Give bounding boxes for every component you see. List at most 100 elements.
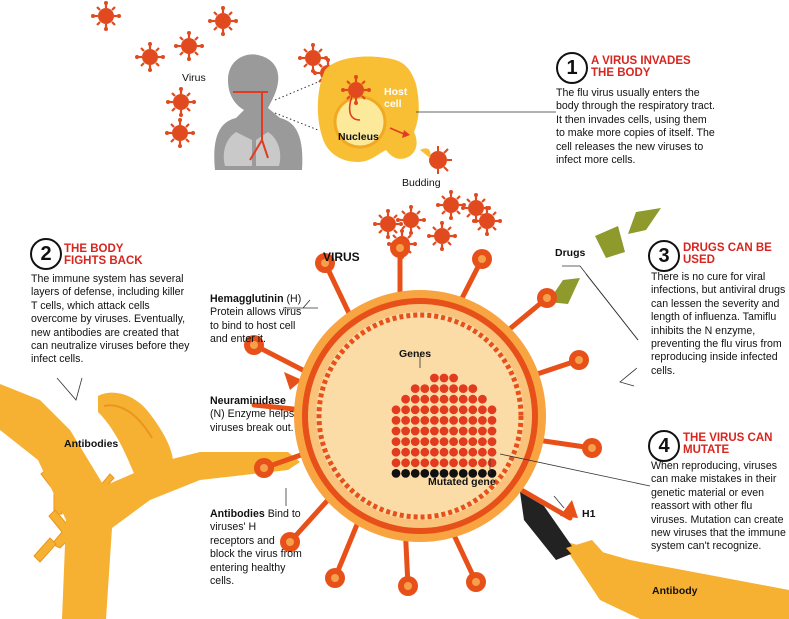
gene-dot xyxy=(468,437,478,446)
genes-label: Genes xyxy=(399,348,432,360)
gene-dot xyxy=(420,405,430,415)
gene-dot xyxy=(391,416,401,425)
gene-dot xyxy=(410,458,420,468)
gene-dot xyxy=(449,426,458,436)
human-silhouette xyxy=(214,54,303,170)
neuraminidase-term: Neuraminidase xyxy=(210,395,286,407)
large-antibody xyxy=(0,384,300,619)
gene-dot xyxy=(439,405,449,415)
gene-dot xyxy=(410,416,420,425)
mutated-gene-dot xyxy=(439,469,449,478)
gene-dot xyxy=(410,426,420,436)
mutated-gene-dot xyxy=(430,469,439,478)
gene-dot xyxy=(468,384,478,393)
gene-dot xyxy=(420,416,430,425)
gene-dot xyxy=(401,394,410,404)
gene-dot xyxy=(478,426,487,436)
antibody-h1 xyxy=(520,492,789,619)
gene-dot xyxy=(458,384,468,393)
gene-dot xyxy=(468,405,478,415)
step-4-number: 4 xyxy=(648,430,680,462)
gene-dot xyxy=(401,405,410,415)
gene-dot xyxy=(410,405,420,415)
gene-dot xyxy=(449,384,458,393)
gene-dot xyxy=(478,394,487,404)
host-cell-label: Host cell xyxy=(384,86,408,110)
gene-dot xyxy=(478,437,487,446)
gene-dot xyxy=(401,437,410,446)
mutated-gene-dot xyxy=(391,469,401,478)
gene-dot xyxy=(449,458,458,468)
gene-dot xyxy=(391,447,401,457)
neuraminidase-callout: Neuraminidase (N) Enzyme helps viruses b… xyxy=(210,395,302,435)
free-virus-cluster xyxy=(89,0,351,150)
mutated-gene-dot xyxy=(420,469,430,478)
gene-dot xyxy=(420,437,430,446)
gene-dot xyxy=(439,458,449,468)
gene-dot xyxy=(468,458,478,468)
gene-dot xyxy=(478,447,487,457)
gene-dot xyxy=(458,426,468,436)
antibody-label: Antibody xyxy=(652,585,698,597)
nucleus-label: Nucleus xyxy=(338,131,379,143)
gene-dot xyxy=(410,437,420,446)
antibodies-callout: Antibodies Bind to viruses' H receptors … xyxy=(210,508,302,588)
gene-dot xyxy=(420,394,430,404)
gene-dot xyxy=(478,416,487,425)
gene-dot xyxy=(458,405,468,415)
gene-dot xyxy=(401,416,410,425)
gene-dot xyxy=(391,458,401,468)
gene-dot xyxy=(401,458,410,468)
mutated-gene-dot xyxy=(478,469,487,478)
budding-label: Budding xyxy=(402,177,441,189)
gene-dot xyxy=(401,426,410,436)
gene-dot xyxy=(430,416,439,425)
step-3-number: 3 xyxy=(648,240,680,272)
gene-dot xyxy=(487,426,497,436)
gene-dot xyxy=(430,394,439,404)
gene-dot xyxy=(487,458,497,468)
gene-dot xyxy=(439,437,449,446)
gene-dot xyxy=(468,426,478,436)
gene-dot xyxy=(420,447,430,457)
drug-particles xyxy=(548,208,661,304)
step-4-heading: THE VIRUS CAN MUTATE xyxy=(683,432,773,456)
gene-dot xyxy=(439,373,449,383)
gene-dot xyxy=(468,394,478,404)
gene-dot xyxy=(487,437,497,446)
step-3-heading: DRUGS CAN BE USED xyxy=(683,242,772,266)
gene-dot xyxy=(430,405,439,415)
gene-dot xyxy=(468,416,478,425)
gene-dot xyxy=(487,405,497,415)
gene-dot xyxy=(458,447,468,457)
gene-dot xyxy=(449,447,458,457)
hemagglutinin-text: (H) Protein allows virus to bind to host… xyxy=(210,293,302,346)
antibodies-term: Antibodies xyxy=(210,508,265,520)
step-1-body: The flu virus usually enters the body th… xyxy=(556,87,715,167)
gene-dot xyxy=(420,384,430,393)
mutated-gene-dot xyxy=(401,469,410,478)
gene-dot xyxy=(449,405,458,415)
gene-dot xyxy=(439,416,449,425)
gene-dot xyxy=(439,447,449,457)
gene-dot xyxy=(478,405,487,415)
gene-dot xyxy=(458,394,468,404)
gene-dot xyxy=(449,373,458,383)
mutated-gene-row xyxy=(391,469,497,478)
gene-dot xyxy=(391,405,401,415)
main-virus xyxy=(244,238,602,596)
hemagglutinin-term: Hemagglutinin xyxy=(210,293,284,305)
gene-dot xyxy=(478,458,487,468)
gene-dot xyxy=(430,437,439,446)
gene-dot xyxy=(430,426,439,436)
gene-dot xyxy=(458,458,468,468)
gene-dot xyxy=(430,458,439,468)
mutated-gene-dot xyxy=(410,469,420,478)
virus-title: VIRUS xyxy=(323,250,360,264)
gene-dot xyxy=(449,437,458,446)
step-4-body: When reproducing, viruses can make mista… xyxy=(651,460,786,553)
gene-dot xyxy=(430,447,439,457)
step-1-heading: A VIRUS INVADES THE BODY xyxy=(591,55,691,79)
